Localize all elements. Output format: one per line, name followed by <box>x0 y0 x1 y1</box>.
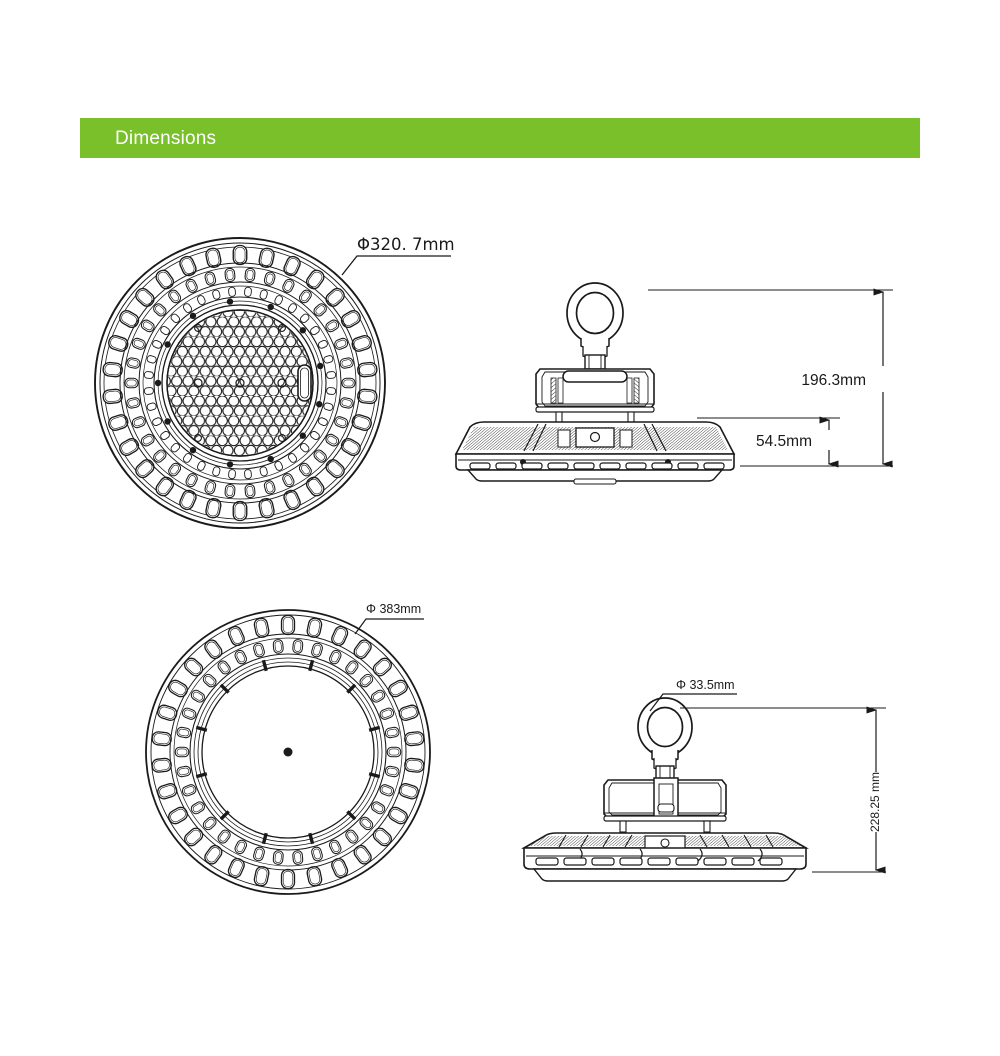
label-height-total: 196.3mm <box>801 372 866 389</box>
fin-ring-middle-top <box>174 639 402 865</box>
view-side-upper: 196.3mm 54.5mm <box>454 282 893 485</box>
callout-diameter-bottom: Φ 383mm <box>354 602 424 635</box>
cable-gland <box>297 364 312 402</box>
view-top-heatsink: Φ 383mm <box>145 602 431 895</box>
finned-body-lower <box>521 832 809 882</box>
hanging-hook-lower <box>637 697 693 781</box>
led-lens-array <box>166 309 314 457</box>
screw-marks <box>154 298 324 468</box>
driver-housing-lower <box>603 777 727 833</box>
label-height-total-lower: 228.25 mm <box>868 772 882 832</box>
finned-body-upper <box>454 421 736 485</box>
page-title: Dimensions <box>115 127 217 149</box>
inner-ring-ticks <box>195 659 381 845</box>
dimension-545: 54.5mm <box>697 416 840 468</box>
fin-ring-outer-top <box>151 614 425 890</box>
centre-mark <box>283 747 293 757</box>
dimension-22825: 228.25 mm <box>680 706 886 874</box>
view-side-lower: Φ 33.5mm 228.25 mm <box>521 678 886 882</box>
lens-fixings <box>193 324 287 442</box>
callout-diameter-top: Φ320. 7mm <box>341 235 455 276</box>
label-diameter-top: Φ320. 7mm <box>357 235 455 254</box>
dimension-196: 196.3mm <box>648 288 893 468</box>
fin-ring-outer <box>102 244 378 522</box>
lens-louvres <box>469 462 725 470</box>
fin-ring-inner <box>143 286 337 480</box>
driver-housing-upper <box>535 368 655 425</box>
label-diameter-bottom: Φ 383mm <box>366 602 421 616</box>
label-hook-diameter: Φ 33.5mm <box>676 678 735 692</box>
section-header-bar: Dimensions <box>80 118 920 158</box>
fin-ring-middle <box>124 267 356 499</box>
hanging-hook-upper <box>566 282 624 370</box>
label-height-body: 54.5mm <box>756 433 812 450</box>
callout-hook-diameter: Φ 33.5mm <box>649 678 737 712</box>
view-bottom-led-array: Φ320. 7mm <box>94 235 455 529</box>
lens-louvres-lower <box>535 857 783 866</box>
